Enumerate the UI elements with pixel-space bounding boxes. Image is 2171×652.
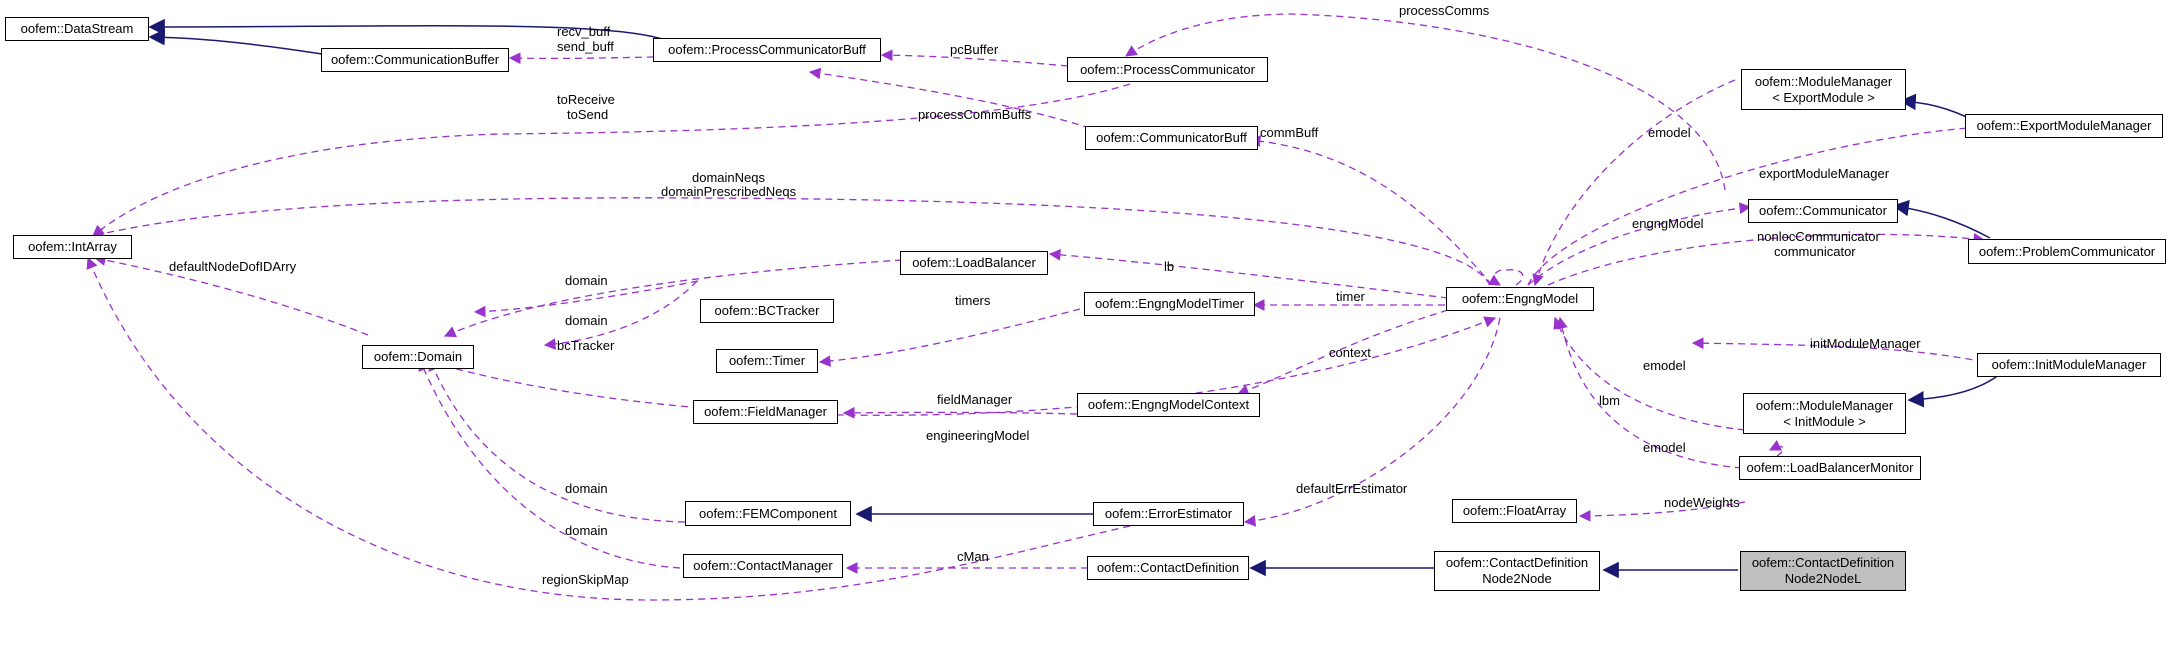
usage-edges — [86, 13, 1986, 601]
edge-label: commBuff — [1260, 125, 1319, 140]
class-node-label: oofem::ExportModuleManager — [1976, 118, 2152, 133]
edge-label: communicator — [1774, 244, 1856, 259]
class-node-label: oofem::DataStream — [20, 21, 134, 36]
edge-label: emodel — [1643, 358, 1686, 373]
class-node-modulemanager-init[interactable]: oofem::ModuleManager< InitModule > — [1743, 393, 1906, 434]
class-node-label: oofem::EngngModelContext — [1087, 397, 1250, 412]
edge-label: send_buff — [557, 39, 614, 54]
class-node-fieldmanager[interactable]: oofem::FieldManager — [693, 400, 838, 424]
class-node-engngmodel[interactable]: oofem::EngngModel — [1446, 287, 1594, 311]
class-node-label: oofem::ErrorEstimator — [1104, 506, 1233, 521]
edge-label: timers — [955, 293, 991, 308]
edge-label: lb — [1164, 259, 1174, 274]
class-node-modulemanager-export[interactable]: oofem::ModuleManager< ExportModule > — [1741, 69, 1906, 110]
edge-label: toSend — [567, 107, 608, 122]
edge-label: exportModuleManager — [1759, 166, 1890, 181]
class-node-label: oofem::Timer — [728, 353, 806, 368]
class-node-datastream[interactable]: oofem::DataStream — [5, 17, 149, 41]
edge-label: bcTracker — [557, 338, 615, 353]
class-node-engngmodelcontext[interactable]: oofem::EngngModelContext — [1077, 393, 1260, 417]
class-node-femcomponent[interactable]: oofem::FEMComponent — [685, 501, 851, 526]
class-node-intarray[interactable]: oofem::IntArray — [13, 235, 132, 259]
class-node-label: oofem::FloatArray — [1462, 503, 1567, 518]
class-node-engngmodeltimer[interactable]: oofem::EngngModelTimer — [1084, 292, 1255, 316]
edge-label: fieldManager — [937, 392, 1013, 407]
edge-label: defaultNodeDofIDArry — [169, 259, 297, 274]
class-node-communicationbuffer[interactable]: oofem::CommunicationBuffer — [321, 48, 509, 72]
edge-label: timer — [1336, 289, 1366, 304]
class-node-bctracker[interactable]: oofem::BCTracker — [700, 299, 834, 323]
class-node-label: oofem::EngngModel — [1461, 291, 1579, 306]
class-node-label: oofem::ContactDefinition — [1445, 555, 1589, 570]
class-node-label: < ExportModule > — [1772, 89, 1875, 105]
edge-label: domain — [565, 273, 608, 288]
class-node-label: oofem::CommunicationBuffer — [330, 52, 500, 67]
class-node-domain[interactable]: oofem::Domain — [362, 345, 474, 369]
edge-label: toReceive — [557, 92, 615, 107]
edge-label: pcBuffer — [950, 42, 999, 57]
class-node-label: oofem::ContactManager — [693, 558, 833, 573]
class-node-timer[interactable]: oofem::Timer — [716, 349, 818, 373]
edge-label: processComms — [1399, 3, 1490, 18]
class-node-errorestimator[interactable]: oofem::ErrorEstimator — [1093, 502, 1244, 526]
class-node-label: oofem::ModuleManager — [1754, 73, 1893, 89]
class-node-label: oofem::Communicator — [1759, 203, 1887, 218]
class-node-communicator[interactable]: oofem::Communicator — [1748, 199, 1898, 223]
edge-label: domainNeqs — [692, 170, 765, 185]
class-node-label: oofem::ContactDefinition — [1096, 560, 1240, 575]
edge-label: emodel — [1648, 125, 1691, 140]
class-node-exportmodulemanager[interactable]: oofem::ExportModuleManager — [1965, 114, 2163, 138]
edge-label: processCommBuffs — [918, 107, 1032, 122]
edge-label: cMan — [957, 549, 989, 564]
edge-label: recv_buff — [557, 24, 611, 39]
class-node-label: oofem::BCTracker — [714, 303, 820, 318]
edge-label: context — [1329, 345, 1371, 360]
edge-label: domain — [565, 523, 608, 538]
class-node-problemcommunicator[interactable]: oofem::ProblemCommunicator — [1968, 239, 2166, 264]
class-node-label: oofem::CommunicatorBuff — [1096, 130, 1247, 145]
edge-label: domain — [565, 313, 608, 328]
class-node-label: oofem::IntArray — [28, 239, 117, 254]
edge-label: initModuleManager — [1810, 336, 1921, 351]
class-node-label: oofem::ContactDefinition — [1751, 555, 1895, 570]
class-node-label: oofem::ModuleManager — [1755, 397, 1894, 413]
class-node-initmodulemanager[interactable]: oofem::InitModuleManager — [1977, 353, 2161, 377]
class-node-loadbalancer[interactable]: oofem::LoadBalancer — [900, 251, 1048, 275]
class-node-label: oofem::LoadBalancerMonitor — [1746, 460, 1914, 475]
class-node-label: oofem::InitModuleManager — [1991, 357, 2147, 372]
edge-label: domainPrescribedNeqs — [661, 184, 797, 199]
class-node-processcommunicator[interactable]: oofem::ProcessCommunicator — [1067, 57, 1268, 82]
edge-label: engineeringModel — [926, 428, 1029, 443]
edge-label: defaultErrEstimator — [1296, 481, 1408, 496]
edge-label: engngModel — [1632, 216, 1704, 231]
edge-label: emodel — [1643, 440, 1686, 455]
class-node-loadbalancermonitor[interactable]: oofem::LoadBalancerMonitor — [1739, 456, 1921, 480]
class-node-label: oofem::FieldManager — [704, 404, 827, 419]
class-node-processcommunicatorbuff[interactable]: oofem::ProcessCommunicatorBuff — [653, 38, 881, 62]
class-node-label: oofem::ProblemCommunicator — [1978, 243, 2156, 259]
class-node-label: oofem::ProcessCommunicatorBuff — [668, 42, 866, 57]
class-node-label: oofem::Domain — [373, 349, 463, 364]
class-node-floatarray[interactable]: oofem::FloatArray — [1452, 499, 1577, 523]
inheritance-edges — [148, 18, 2001, 579]
edge-labels: recv_buff send_buff pcBuffer processComm… — [169, 3, 1921, 587]
edge-label: domain — [565, 481, 608, 496]
class-node-label: oofem::EngngModelTimer — [1094, 296, 1245, 311]
edge-label: nodeWeights — [1664, 495, 1740, 510]
edge-label: lbm — [1599, 393, 1620, 408]
class-node-contactmanager[interactable]: oofem::ContactManager — [683, 554, 843, 578]
class-node-contactdefinition[interactable]: oofem::ContactDefinition — [1087, 556, 1249, 580]
class-node-label: Node2Node — [1482, 571, 1552, 586]
class-node-label: Node2NodeL — [1784, 571, 1862, 586]
class-node-label: oofem::FEMComponent — [698, 505, 837, 521]
edge-label: nonlocCommunicator — [1757, 229, 1881, 244]
class-node-label: oofem::LoadBalancer — [912, 255, 1036, 270]
class-node-communicatorbuff[interactable]: oofem::CommunicatorBuff — [1085, 126, 1258, 150]
class-node-label: oofem::ProcessCommunicator — [1080, 61, 1255, 77]
class-node-label: < InitModule > — [1783, 413, 1866, 429]
edge-label: regionSkipMap — [542, 572, 629, 587]
